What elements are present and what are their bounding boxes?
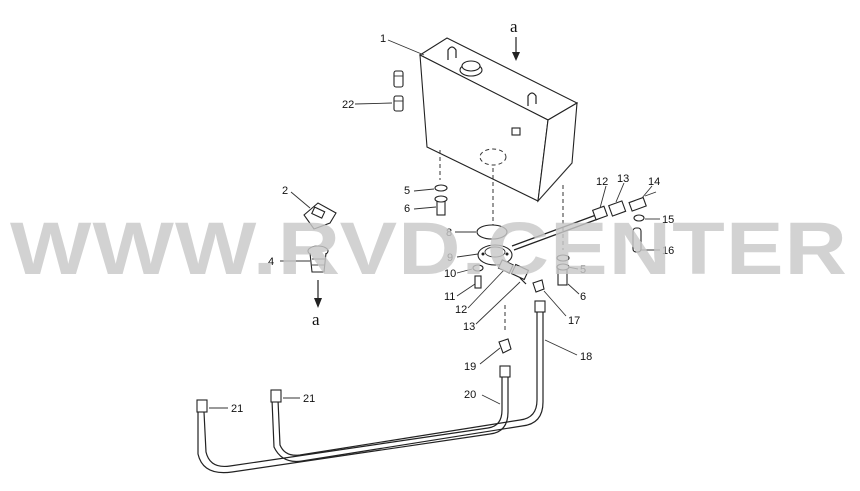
callout-4: 4 — [268, 256, 274, 268]
strainer-and-cover — [303, 202, 337, 308]
callout-5-right: 5 — [580, 264, 586, 276]
callout-8: 8 — [446, 227, 452, 239]
callout-19: 19 — [464, 361, 476, 373]
callout-21-right: 21 — [303, 393, 315, 405]
callout-1: 1 — [380, 33, 386, 45]
callout-13-upper: 13 — [617, 173, 629, 185]
tube-and-fittings — [497, 191, 657, 354]
callout-2: 2 — [282, 185, 288, 197]
watermark-text: WWW.RVD.CENTER — [10, 207, 848, 290]
callout-10: 10 — [444, 268, 456, 280]
callout-13-lower: 13 — [463, 321, 475, 333]
washer-bolt-left — [434, 150, 448, 216]
callout-numbers: 1 2 4 5 6 8 9 10 11 12 13 14 15 16 5 6 1… — [231, 33, 674, 415]
fuel-tank — [418, 37, 579, 203]
callout-6-right: 6 — [580, 291, 586, 303]
leader-lines — [209, 39, 660, 409]
callout-12-upper: 12 — [596, 176, 608, 188]
callout-9: 9 — [447, 252, 453, 264]
callout-11: 11 — [444, 291, 455, 303]
callout-17: 17 — [568, 315, 580, 327]
view-label-bottom: a — [312, 310, 320, 329]
callout-6: 6 — [404, 203, 410, 215]
callout-18: 18 — [580, 351, 592, 363]
callout-15: 15 — [662, 214, 674, 226]
callout-22: 22 — [342, 99, 354, 111]
fuel-pipes — [196, 300, 546, 474]
callout-14: 14 — [648, 176, 660, 188]
callout-20: 20 — [464, 389, 476, 401]
washer-bolt-small — [472, 264, 484, 289]
callout-21-left: 21 — [231, 403, 243, 415]
bushings — [393, 70, 404, 112]
callout-16: 16 — [662, 245, 674, 257]
callout-12-lower: 12 — [455, 304, 467, 316]
view-label-top: a — [510, 17, 518, 36]
callout-5: 5 — [404, 185, 410, 197]
view-arrow-top — [512, 37, 520, 61]
